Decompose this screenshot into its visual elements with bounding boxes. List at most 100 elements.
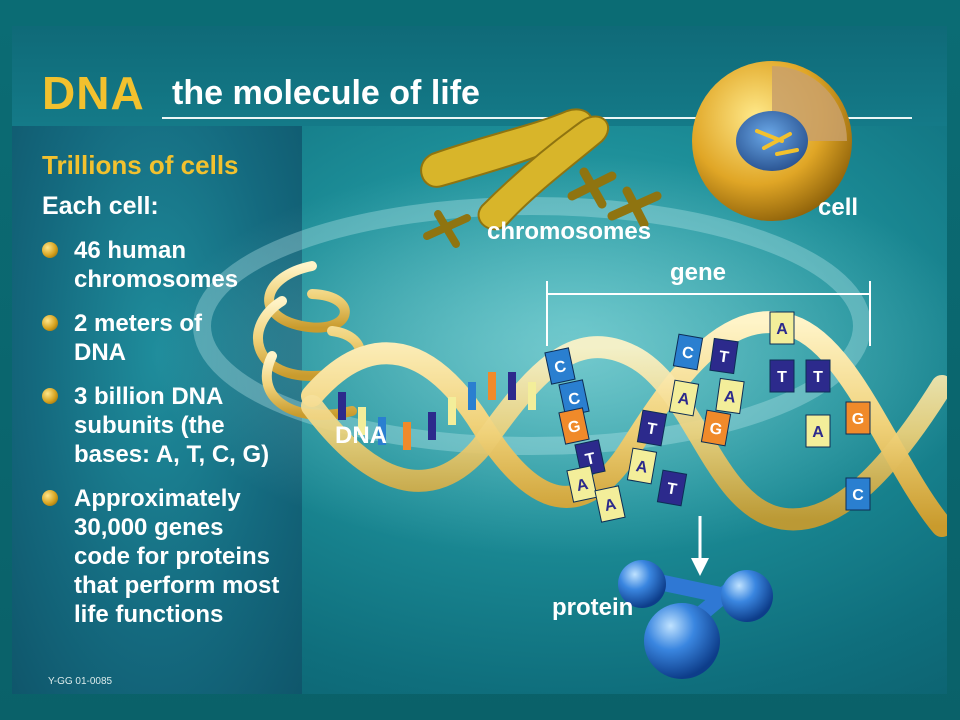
bullet-genes: Approximately 30,000 genes code for prot… bbox=[42, 484, 279, 629]
base-letter: T bbox=[777, 369, 787, 386]
base-pair-block bbox=[544, 347, 576, 385]
label-protein: protein bbox=[552, 594, 634, 621]
bullet-line: bases: A, T, C, G) bbox=[74, 441, 270, 468]
label-dna: DNA bbox=[335, 422, 387, 449]
base-letter: G bbox=[708, 420, 723, 439]
bullet-subunits: 3 billion DNA subunits (the bases: A, T,… bbox=[42, 382, 269, 469]
base-pair-A: A bbox=[805, 414, 831, 448]
label-chromosomes: chromosomes bbox=[487, 218, 652, 245]
base-letter: A bbox=[635, 458, 650, 477]
base-letter: A bbox=[677, 390, 692, 409]
base-letter: A bbox=[723, 388, 737, 407]
gold-bullet-icon bbox=[42, 388, 58, 404]
small-base-rung bbox=[338, 392, 346, 420]
small-base-rung bbox=[508, 372, 516, 400]
base-pair-block bbox=[558, 407, 590, 445]
base-pair-T: T bbox=[769, 359, 795, 393]
bullet-dna-length: 2 meters of DNA bbox=[42, 309, 202, 367]
base-pair-A: A bbox=[715, 377, 745, 415]
dna-helix bbox=[301, 311, 947, 537]
base-letter: A bbox=[603, 496, 618, 515]
cells-heading: Trillions of cells bbox=[42, 150, 239, 180]
base-pair-A: A bbox=[594, 485, 626, 523]
base-pair-T: T bbox=[636, 409, 668, 447]
base-letter: G bbox=[852, 411, 864, 428]
base-letter: A bbox=[575, 476, 590, 495]
small-base-rung bbox=[528, 382, 536, 410]
base-pair-C: C bbox=[672, 333, 704, 371]
base-pair-block bbox=[636, 409, 668, 447]
base-letter: T bbox=[645, 420, 658, 438]
base-letter: T bbox=[813, 369, 823, 386]
bullet-line: code for proteins bbox=[74, 543, 271, 570]
each-cell-label: Each cell: bbox=[42, 192, 159, 220]
base-pair-block bbox=[845, 477, 871, 511]
small-base-rung bbox=[448, 397, 456, 425]
base-pair-block bbox=[805, 359, 831, 393]
protein-graphic bbox=[618, 560, 773, 679]
base-letter: A bbox=[776, 321, 788, 338]
base-pair-block bbox=[700, 409, 732, 447]
gold-bullet-icon bbox=[42, 490, 58, 506]
cell-nucleus bbox=[736, 111, 808, 171]
bullet-line: chromosomes bbox=[74, 266, 239, 293]
bullet-line: that perform most bbox=[74, 572, 280, 599]
label-cell: cell bbox=[818, 194, 859, 221]
base-letter: C bbox=[567, 390, 582, 409]
title-subtitle: the molecule of life bbox=[172, 74, 480, 112]
base-letter: T bbox=[665, 480, 678, 498]
base-letter: C bbox=[681, 344, 696, 363]
small-base-rung bbox=[468, 382, 476, 410]
base-pair-C: C bbox=[845, 477, 871, 511]
cell-graphic bbox=[692, 61, 852, 221]
gold-bullet-icon bbox=[42, 242, 58, 258]
base-pair-block bbox=[626, 447, 658, 485]
base-pair-A: A bbox=[626, 447, 658, 485]
base-pair-T: T bbox=[656, 469, 688, 507]
small-base-rung bbox=[488, 372, 496, 400]
base-letter: A bbox=[812, 424, 824, 441]
base-pair-block bbox=[715, 377, 745, 415]
base-pair-G: G bbox=[558, 407, 590, 445]
base-letter: T bbox=[718, 348, 730, 366]
base-pair-G: G bbox=[845, 401, 871, 435]
base-letter: G bbox=[566, 418, 582, 437]
base-letter: C bbox=[553, 358, 568, 377]
base-pair-A: A bbox=[769, 311, 795, 345]
base-pair-block bbox=[566, 465, 598, 503]
base-pair-block bbox=[672, 333, 704, 371]
bullet-line: 3 billion DNA bbox=[74, 383, 224, 410]
background-swirl bbox=[193, 197, 871, 455]
bullet-line: 46 human bbox=[74, 237, 187, 264]
base-pair-block bbox=[668, 379, 700, 417]
bullet-chromosomes: 46 human chromosomes bbox=[42, 236, 238, 294]
base-letter: T bbox=[584, 450, 597, 469]
arrow-down bbox=[691, 516, 709, 576]
base-pair-G: G bbox=[700, 409, 732, 447]
base-pair-block bbox=[656, 469, 688, 507]
base-pair-C: C bbox=[544, 347, 576, 385]
base-pair-block bbox=[709, 337, 739, 375]
base-pair-block bbox=[805, 414, 831, 448]
small-base-rung bbox=[378, 417, 386, 445]
bullet-line: 2 meters of bbox=[74, 310, 203, 337]
label-gene: gene bbox=[670, 259, 727, 286]
bullet-line: DNA bbox=[74, 339, 126, 366]
base-letter: C bbox=[852, 487, 864, 504]
chromosomes-graphic bbox=[420, 108, 662, 248]
title-dna: DNA bbox=[42, 67, 145, 119]
gene-bracket bbox=[546, 281, 871, 346]
bullet-line: life functions bbox=[74, 601, 224, 628]
base-pair-A: A bbox=[668, 379, 700, 417]
base-pair-A: A bbox=[566, 465, 598, 503]
base-pair-block bbox=[845, 401, 871, 435]
base-pair-block bbox=[594, 485, 626, 523]
reference-code: Y-GG 01-0085 bbox=[48, 676, 113, 687]
base-pair-block bbox=[769, 359, 795, 393]
base-pair-block bbox=[769, 311, 795, 345]
base-pair-C: C bbox=[558, 379, 590, 417]
